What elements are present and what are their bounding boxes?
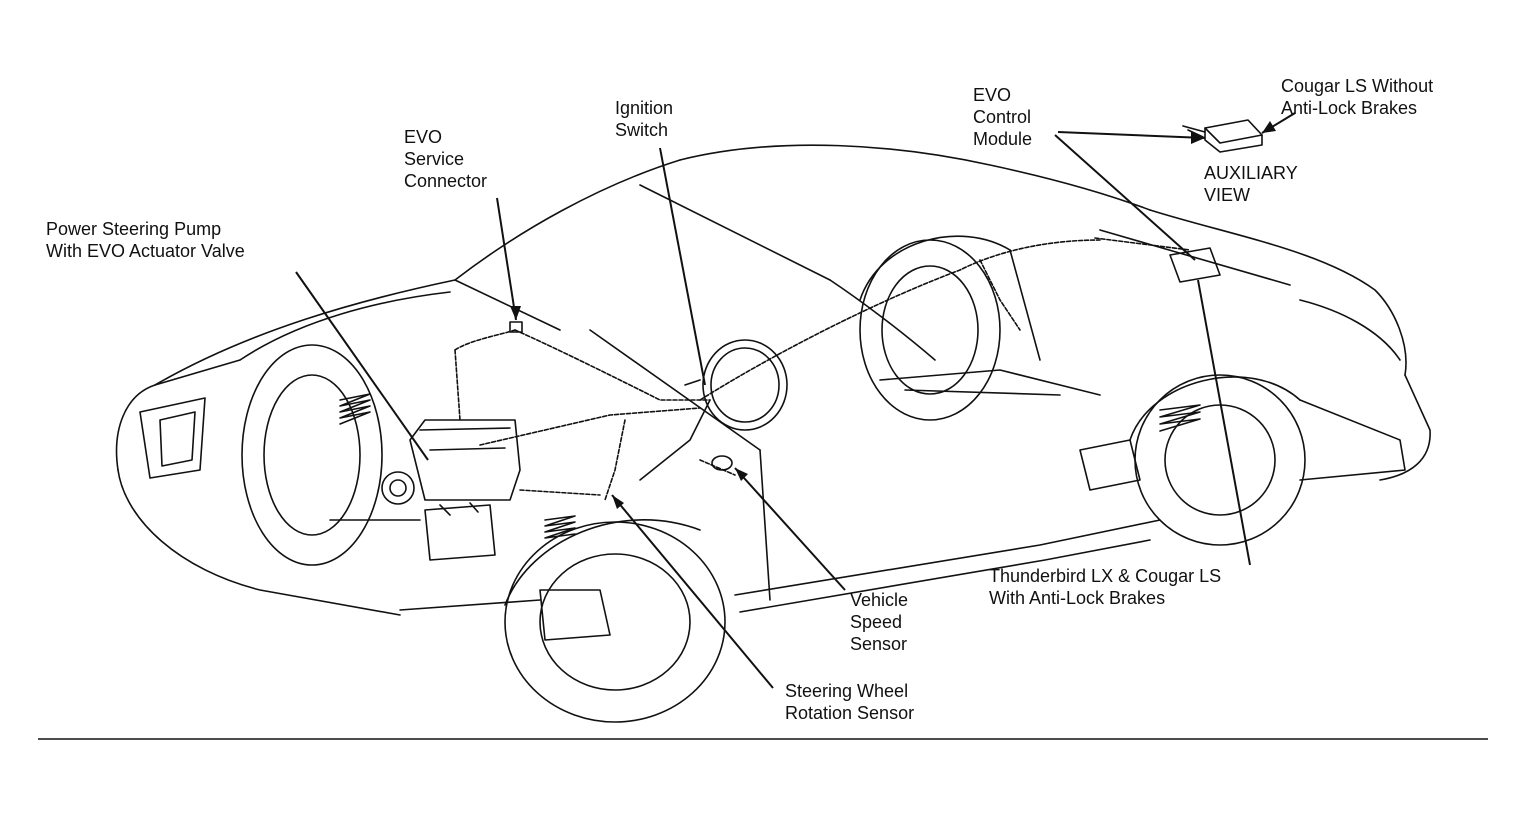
leader-vehicle-speed-sensor xyxy=(734,467,846,591)
leader-power-steering-pump xyxy=(295,271,429,461)
label-cougar-ls-without-abs: Cougar LS Without Anti-Lock Brakes xyxy=(1281,76,1434,118)
label-vehicle-speed-sensor: Vehicle Speed Sensor xyxy=(850,590,909,654)
leader-thunderbird-lx-abs xyxy=(1197,279,1251,566)
control-module-part xyxy=(1169,247,1221,283)
front-suspension xyxy=(329,393,611,641)
car-body xyxy=(115,144,1431,616)
leader-evo-service-connector xyxy=(496,197,517,321)
arrowhead-vehicle-speed-sensor xyxy=(735,468,748,481)
leader-steering-wheel-rotation-sensor xyxy=(611,494,774,689)
steering-wheel xyxy=(639,339,788,481)
label-evo-control-module: EVO Control Module xyxy=(973,85,1033,149)
front-left-wheel xyxy=(241,344,383,566)
rear-right-wheel xyxy=(1129,374,1306,546)
label-power-steering-pump: Power Steering Pump With EVO Actuator Va… xyxy=(46,219,245,261)
arrowhead-evo-service-connector xyxy=(510,306,521,320)
label-ignition-switch: Ignition Switch xyxy=(615,98,674,140)
wiring-harness xyxy=(454,237,1191,501)
label-auxiliary-view: AUXILIARY VIEW xyxy=(1204,163,1298,205)
arrowhead-cougar-ls-without-abs xyxy=(1262,121,1276,133)
leader-evo-control-module-aux xyxy=(1057,131,1206,139)
label-thunderbird-lx-cougar-ls-abs: Thunderbird LX & Cougar LS With Anti-Loc… xyxy=(989,566,1222,608)
label-steering-wheel-rotation-sensor: Steering Wheel Rotation Sensor xyxy=(785,681,915,723)
service-connector-box xyxy=(509,321,523,333)
leader-evo-control-module xyxy=(1054,134,1196,261)
rear-suspension xyxy=(879,369,1201,491)
arrowhead-evo-control-module xyxy=(1191,131,1205,144)
label-evo-service-connector: EVO Service Connector xyxy=(404,127,488,191)
leader-ignition-switch xyxy=(659,147,706,386)
front-right-wheel xyxy=(504,519,726,723)
speed-sensor-part xyxy=(711,455,733,471)
engine-block xyxy=(381,419,521,561)
arrowhead-steering-wheel-rotation-sensor xyxy=(612,495,624,509)
rear-left-wheel xyxy=(859,235,1011,421)
